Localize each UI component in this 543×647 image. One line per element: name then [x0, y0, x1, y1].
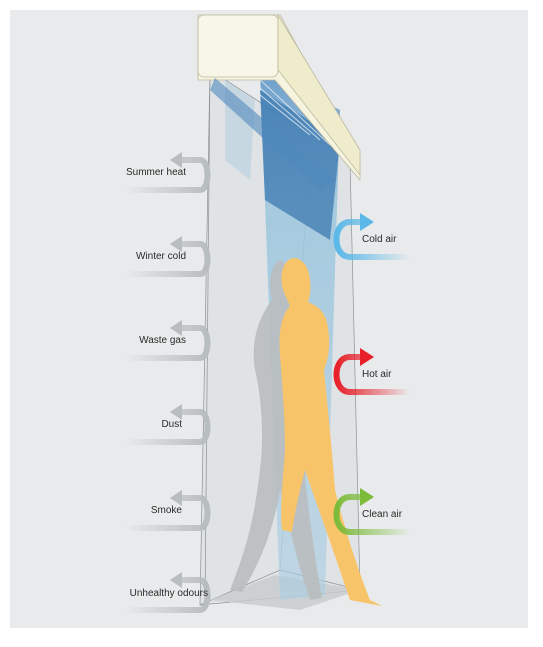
blocked-arrow-smoke: [125, 490, 211, 531]
retained-arrow-cold-air: [333, 213, 410, 260]
person-front: [279, 258, 382, 606]
label-winter-cold: Winter cold: [135, 251, 186, 262]
blocked-arrow-winter-cold: [125, 236, 211, 277]
label-smoke: Smoke: [150, 505, 182, 516]
label-summer-heat: Summer heat: [125, 167, 186, 178]
blocked-arrow-waste-gas: [125, 320, 211, 361]
blocked-arrows: [125, 152, 211, 613]
label-waste-gas: Waste gas: [139, 335, 186, 346]
label-hot-air: Hot air: [362, 369, 392, 380]
air-curtain-illustration: [125, 13, 410, 613]
label-cold-air: Cold air: [362, 234, 397, 245]
label-clean-air: Clean air: [362, 509, 403, 520]
retained-arrows: [333, 213, 410, 535]
retained-arrow-clean-air: [333, 488, 410, 535]
blocked-arrow-unhealthy-odours: [125, 572, 211, 613]
retained-arrow-hot-air: [333, 348, 410, 395]
blocked-arrow-dust: [125, 404, 211, 445]
label-dust: Dust: [161, 419, 182, 430]
indoor-unit: [197, 13, 361, 190]
diagram-canvas: Summer heat Winter cold Waste gas Dust S…: [10, 10, 528, 628]
label-unhealthy-odours: Unhealthy odours: [129, 588, 208, 599]
blocked-arrow-summer-heat: [125, 152, 211, 193]
